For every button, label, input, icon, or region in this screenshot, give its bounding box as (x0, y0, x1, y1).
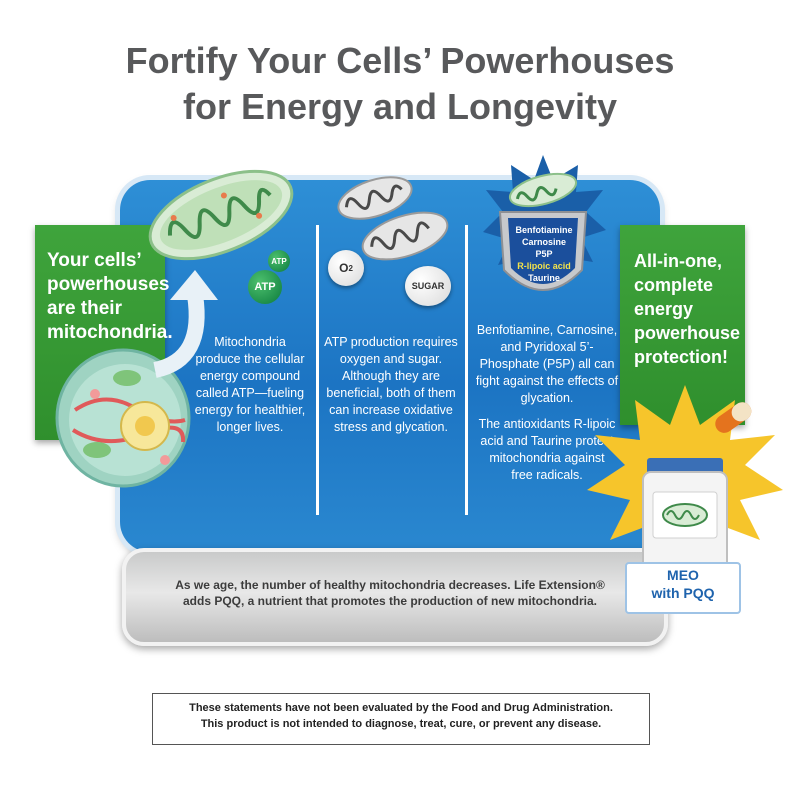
shield-item: Taurine (528, 273, 560, 283)
column-divider-2 (465, 225, 468, 515)
col3-line: free radicals. (511, 468, 583, 482)
sugar-bubble: SUGAR (405, 266, 451, 306)
bottom-line-1: As we age, the number of healthy mitocho… (175, 578, 605, 592)
col3-description-2: The antioxidants R-lipoic acid and Tauri… (476, 416, 618, 484)
left-line-2: powerhouses (47, 274, 170, 295)
col3-line: mitochondria against (489, 451, 605, 465)
product-line-1: MEO (667, 567, 699, 583)
right-line-2: complete (634, 275, 714, 295)
right-green-box (620, 225, 745, 425)
col3-line: The antioxidants R-lipoic (478, 417, 616, 431)
oxygen-label: O (339, 261, 349, 275)
grey-mitochondria-icon (337, 176, 449, 261)
col3-line: acid and Taurine protect (480, 434, 614, 448)
col1-line: energy for healthier, (194, 403, 306, 417)
col2-line: beneficial, both of them (326, 386, 456, 400)
curved-arrow-icon (153, 270, 218, 378)
starburst-shield-icon (483, 155, 606, 291)
col2-line: Although they are (342, 369, 440, 383)
product-badge (625, 562, 741, 614)
col1-line: energy compound (199, 369, 301, 383)
col1-line: Mitochondria (214, 335, 286, 349)
right-line-3: energy (634, 299, 694, 319)
col2-description: ATP production requires oxygen and sugar… (322, 334, 460, 436)
bottom-info-bar (122, 548, 668, 646)
shield-ingredients: Benfotiamine Carnosine P5P R-lipoic acid… (504, 224, 584, 284)
shield-item: R-lipoic acid (517, 261, 571, 271)
title-line-2: for Energy and Longevity (182, 86, 618, 127)
product-line-2: with PQQ (651, 585, 715, 601)
disclaimer-line-1: These statements have not been evaluated… (189, 702, 613, 714)
disclaimer-text: These statements have not been evaluated… (152, 700, 650, 732)
col2-line: ATP production requires (324, 335, 458, 349)
col2-line: can increase oxidative (329, 403, 453, 417)
title-line-1: Fortify Your Cells’ Powerhouses (125, 40, 675, 81)
atp-molecule-small: ATP (268, 250, 290, 272)
cell-illustration (55, 348, 191, 488)
col3-description-1: Benfotiamine, Carnosine, and Pyridoxal 5… (472, 322, 622, 407)
col3-line: Phosphate (P5P) all can (479, 357, 615, 371)
disclaimer-line-2: This product is not intended to diagnose… (200, 718, 602, 730)
disclaimer-box (152, 693, 650, 745)
col3-line: fight against the effects of (475, 374, 619, 388)
col3-line: Benfotiamine, Carnosine, (476, 323, 618, 337)
left-green-text: Your cells’ powerhouses are their mitoch… (47, 249, 173, 345)
oxygen-subscript: 2 (348, 263, 353, 273)
atp-molecule-large: ATP (248, 270, 282, 304)
left-line-1: Your cells’ (47, 250, 142, 271)
col2-line: oxygen and sugar. (339, 352, 443, 366)
col1-line: longer lives. (216, 420, 284, 434)
col3-line: glycation. (520, 391, 574, 405)
right-line-1: All-in-one, (634, 251, 722, 271)
right-green-text: All-in-one, complete energy powerhouse p… (634, 249, 740, 369)
col1-line: produce the cellular (195, 352, 305, 366)
mitochondrion-icon (148, 169, 294, 261)
shield-item: Carnosine (521, 237, 566, 247)
col2-line: stress and glycation. (334, 420, 448, 434)
column-divider-1 (316, 225, 319, 515)
page-title: Fortify Your Cells’ Powerhouses for Ener… (0, 38, 800, 130)
shield-item: P5P (535, 249, 553, 259)
shield-item: Benfotiamine (515, 225, 573, 235)
right-line-4: powerhouse (634, 323, 741, 343)
product-starburst-icon (587, 385, 783, 571)
col1-line: called ATP—fueling (195, 386, 305, 400)
bottom-info-text: As we age, the number of healthy mitocho… (170, 577, 610, 609)
left-line-3: are their (47, 298, 122, 319)
col1-description: Mitochondria produce the cellular energy… (190, 334, 310, 436)
col3-line: and Pyridoxal 5’- (500, 340, 594, 354)
product-name: MEO with PQQ (625, 566, 741, 602)
right-line-5: protection! (634, 347, 728, 367)
left-line-4: mitochondria. (47, 322, 173, 343)
bottom-line-2: adds PQQ, a nutrient that promotes the p… (182, 594, 597, 608)
